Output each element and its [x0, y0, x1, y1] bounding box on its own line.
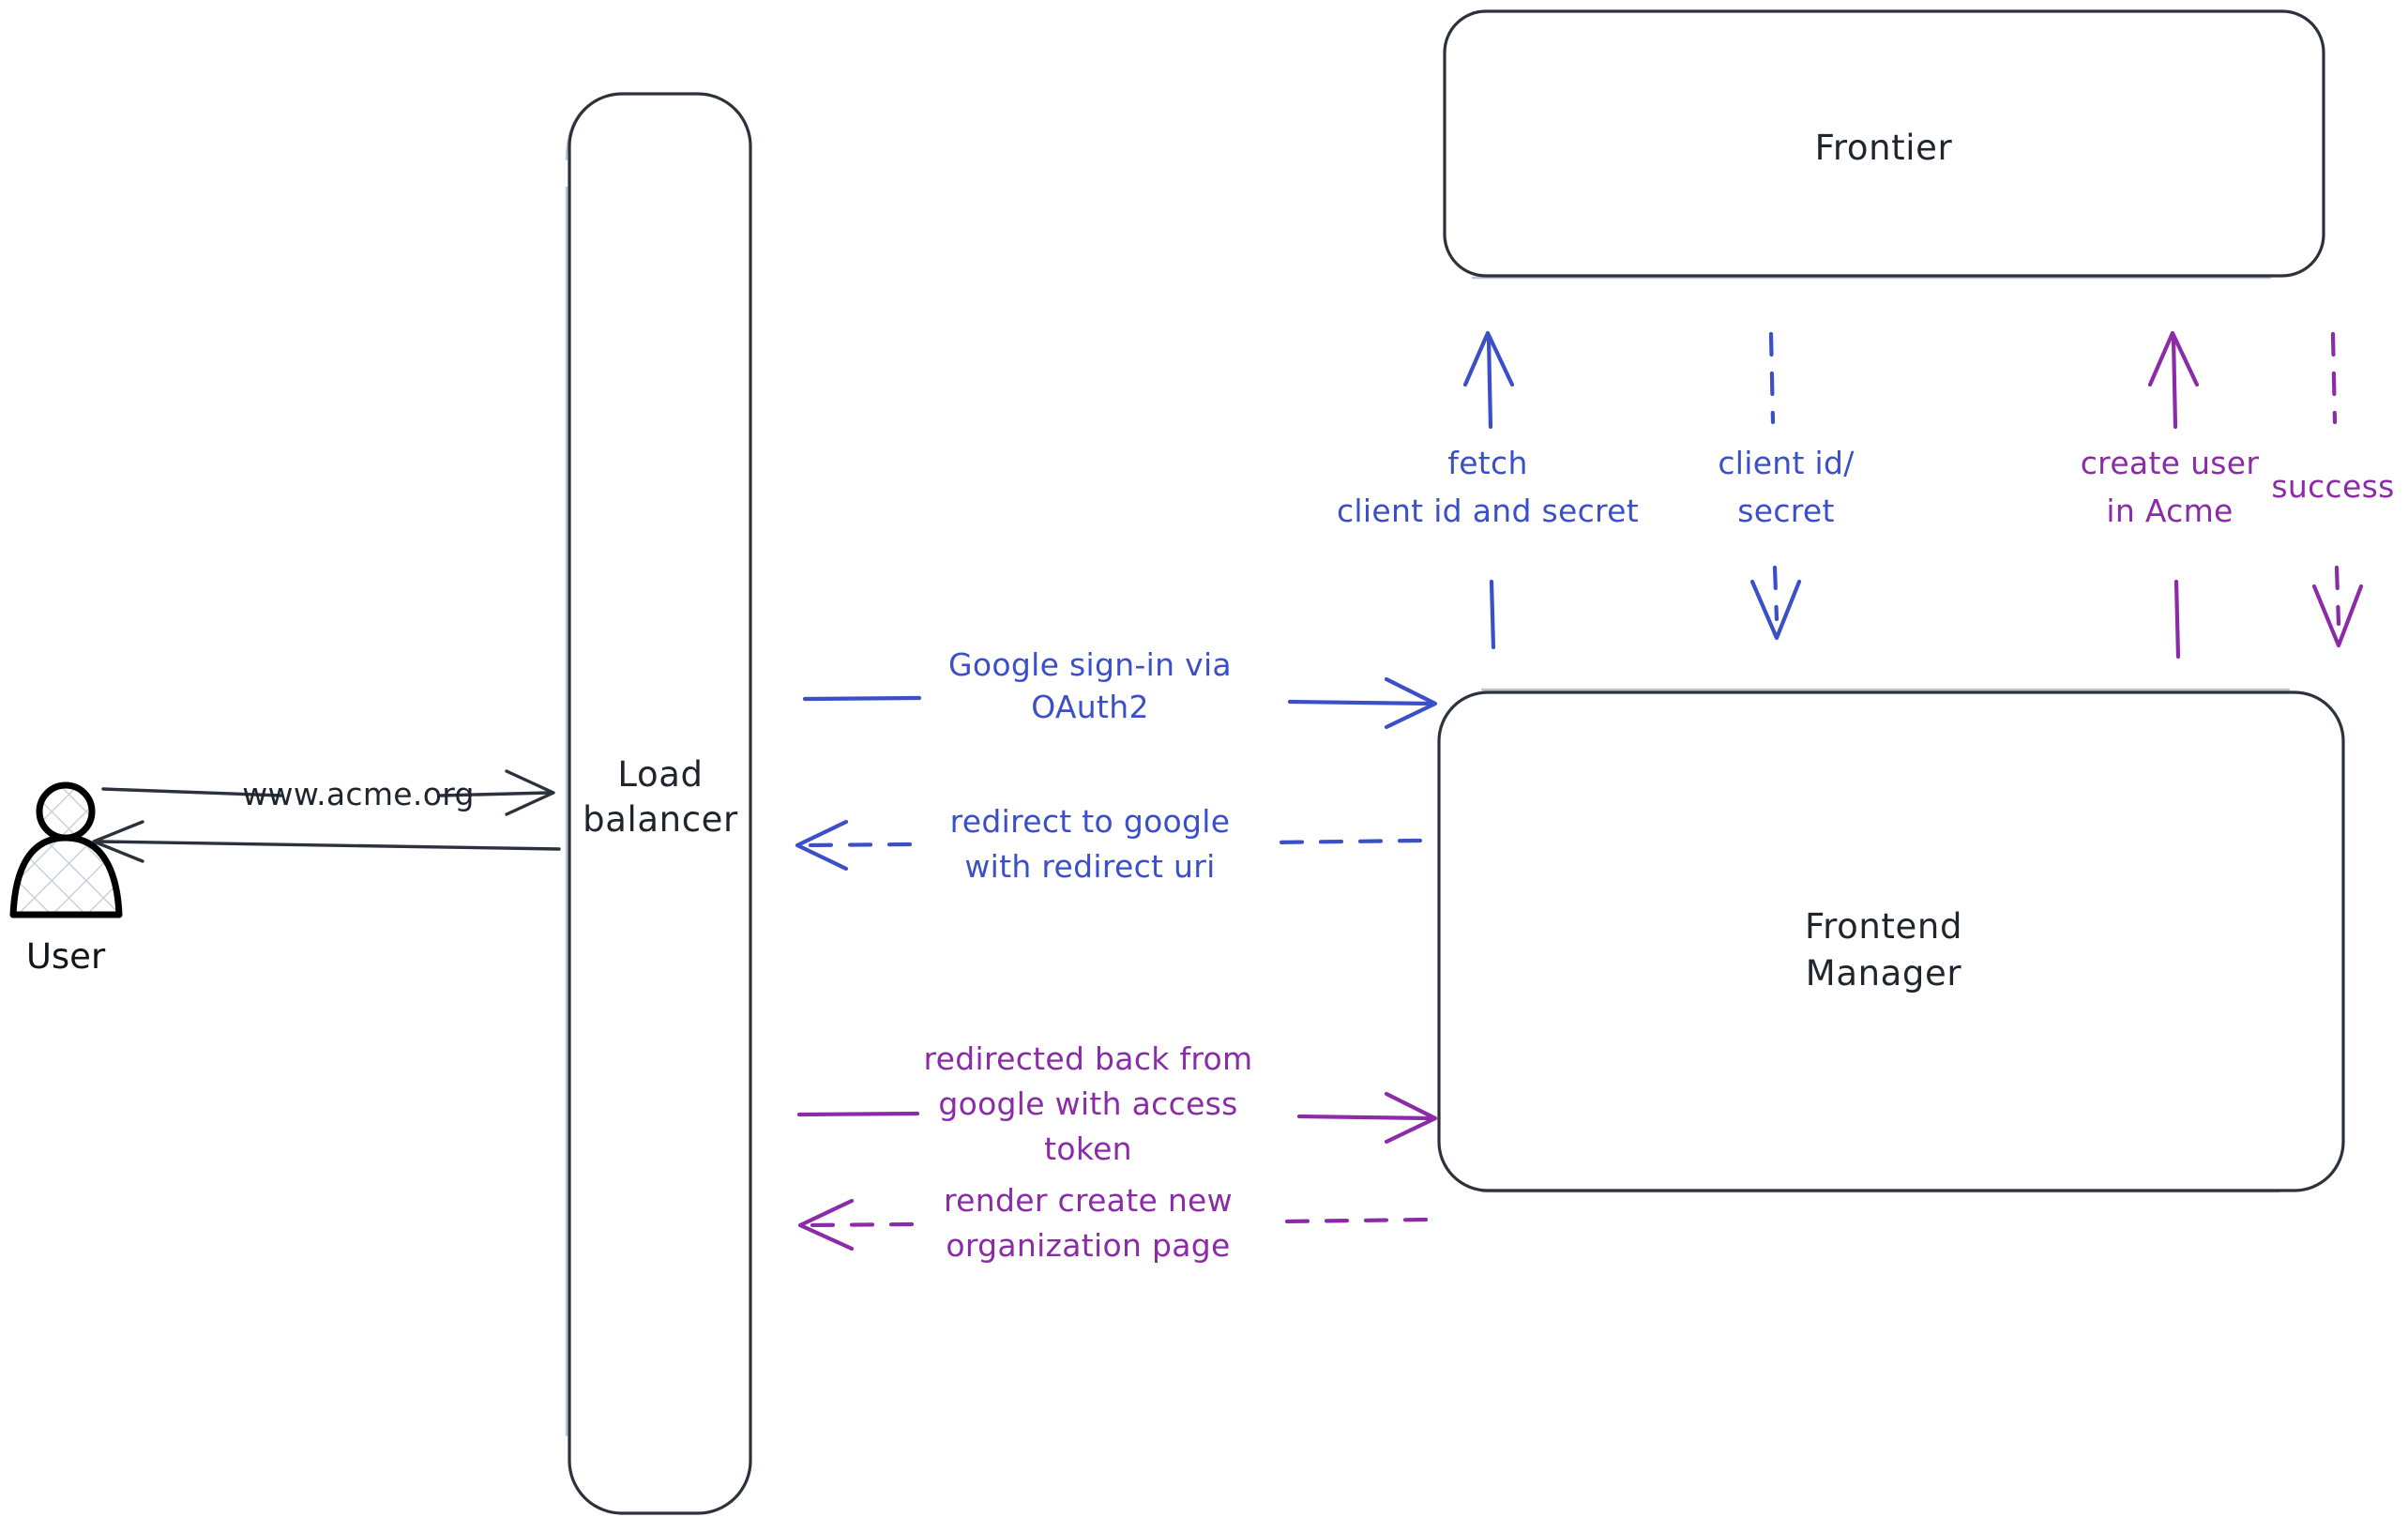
- edge-label-fetch-line2: client id and secret: [1337, 493, 1639, 529]
- edge-label-redirect-google-line2: with redirect uri: [964, 848, 1215, 885]
- edge-label-google-signin-line2: OAuth2: [1031, 689, 1149, 725]
- person-icon: [9, 781, 123, 918]
- node-frontier[interactable]: Frontier: [1443, 9, 2325, 280]
- edge-client-id-secret-response[interactable]: [1749, 331, 1802, 641]
- edge-redirect-to-google[interactable]: redirect to google with redirect uri: [795, 803, 1423, 885]
- edge-redirected-back-with-token[interactable]: redirected back from google with access …: [796, 1040, 1438, 1167]
- user-label: User: [26, 936, 106, 977]
- frontier-label: Frontier: [1815, 128, 1953, 168]
- node-frontend-manager[interactable]: Frontend Manager: [1437, 688, 2345, 1193]
- edge-label-redirected-back-line3: token: [1044, 1130, 1132, 1167]
- edge-load-balancer-to-user[interactable]: [92, 820, 561, 863]
- frontend-manager-label-line1: Frontend: [1805, 906, 1962, 947]
- edge-render-create-org-page[interactable]: render create new organization page: [797, 1182, 1429, 1264]
- edge-label-render-org-line1: render create new: [944, 1182, 1233, 1219]
- edge-label-client-id-line2: secret: [1737, 493, 1835, 529]
- edge-create-user-in-acme[interactable]: [2147, 330, 2200, 660]
- edge-fetch-client-id-secret[interactable]: [1462, 330, 1515, 650]
- actor-user[interactable]: User: [9, 781, 123, 977]
- load-balancer-label-line2: balancer: [583, 799, 738, 840]
- edge-label-redirect-google-line1: redirect to google: [950, 803, 1231, 840]
- edge-label-success: success: [2271, 468, 2394, 505]
- edge-label-create-user-line2: in Acme: [2106, 493, 2233, 529]
- edge-label-google-signin-line1: Google sign-in via: [948, 646, 1232, 683]
- node-load-balancer[interactable]: Load balancer: [565, 92, 752, 1515]
- edge-google-signin-oauth2[interactable]: Google sign-in via OAuth2: [802, 646, 1438, 730]
- edge-label-create-user-line1: create user: [2081, 445, 2260, 481]
- edge-label-redirected-back-line1: redirected back from: [924, 1040, 1253, 1077]
- edge-label-redirected-back-line2: google with access: [938, 1085, 1237, 1122]
- edge-label-www-acme-org: www.acme.org: [242, 776, 474, 812]
- edge-label-client-id-line1: client id/: [1718, 445, 1855, 481]
- edge-success-response[interactable]: [2311, 331, 2364, 648]
- edge-user-to-load-balancer[interactable]: www.acme.org: [101, 769, 555, 816]
- frontend-manager-label-line2: Manager: [1806, 953, 1962, 994]
- edge-label-render-org-line2: organization page: [946, 1227, 1230, 1264]
- load-balancer-label-line1: Load: [617, 754, 703, 795]
- edge-label-fetch-line1: fetch: [1447, 445, 1527, 481]
